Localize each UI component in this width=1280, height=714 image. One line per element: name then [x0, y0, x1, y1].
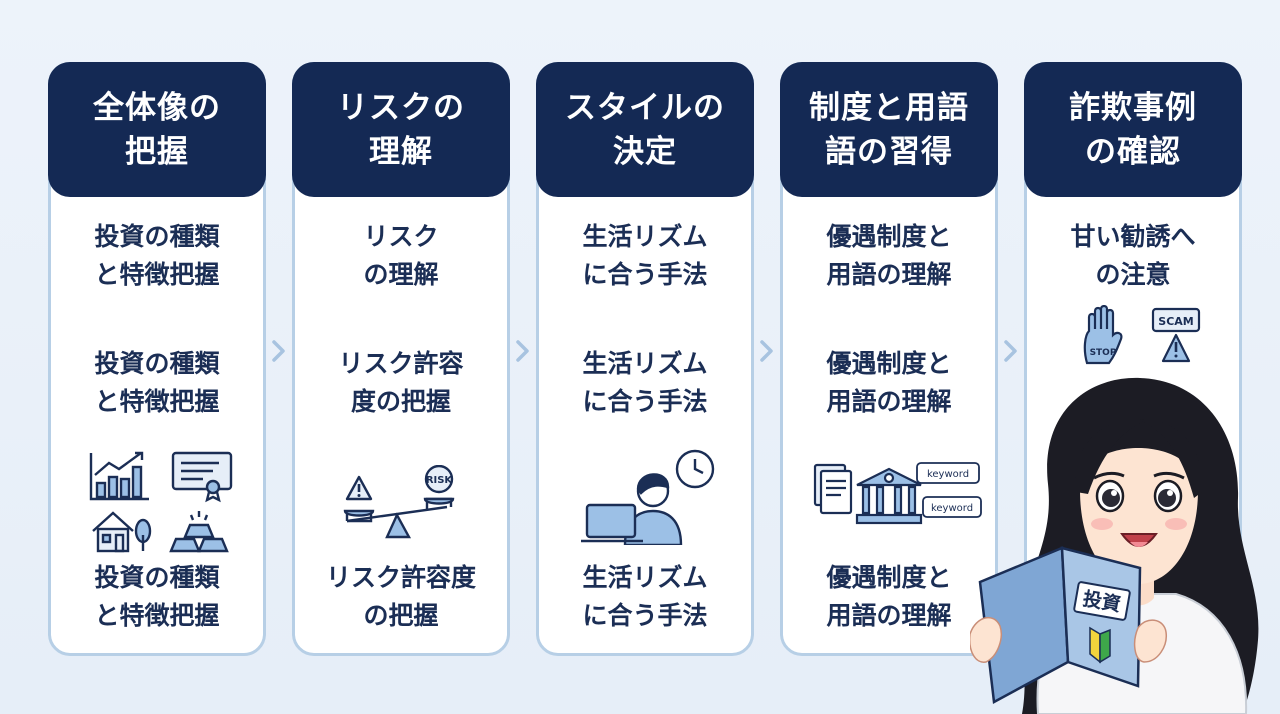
- step-header-4: 制度と用語 語の習得: [780, 62, 998, 197]
- step-title-4-line-2: 語の習得: [825, 133, 953, 170]
- house-icon: [92, 511, 152, 553]
- step-2-item-3: リスク許容度 の把握: [325, 563, 476, 630]
- book-icon: 投資: [978, 546, 1142, 704]
- laptop-person-illustration: [581, 449, 715, 545]
- step-4-item-3: 優遇制度と 用語の理解: [826, 563, 952, 630]
- girl-hands: [970, 616, 1167, 663]
- svg-text:keyword: keyword: [931, 503, 973, 514]
- step-column-3: スタイルの 決定 生活リズム に合う手法 生活リズム に合う手法 生活リズム に…: [536, 62, 754, 656]
- risk-icon: RISK: [424, 465, 454, 494]
- scam-sign-icon: SCAM: [1151, 307, 1201, 363]
- svg-text:SCAM: SCAM: [1158, 315, 1193, 328]
- keyword-bubble-icon: keyword: [922, 496, 982, 518]
- step-1-item-3: 投資の種類 と特徴把握: [94, 563, 220, 630]
- step-header-1: 全体像の 把握: [48, 62, 266, 197]
- girl-face: [1075, 418, 1203, 584]
- step-3-item-1: 生活リズム に合う手法: [582, 222, 708, 289]
- system-terms-illustration: keyword keyword: [813, 462, 982, 525]
- step-2-item-1: リスク の理解: [363, 222, 439, 289]
- step-5-item-1: 甘い勧誘へ の注意: [1070, 222, 1196, 289]
- step-1-item-1: 投資の種類 と特徴把握: [94, 222, 220, 289]
- step-header-3: スタイルの 決定: [536, 62, 754, 197]
- investment-types-illustration: [89, 451, 233, 553]
- keyword-bubble-icon: keyword: [916, 462, 980, 484]
- chevron-right-icon: [1004, 340, 1017, 362]
- step-column-1: 全体像の 把握 投資の種類 と特徴把握 投資の種類 と特徴把握: [48, 62, 266, 656]
- step-1-item-2: 投資の種類 と特徴把握: [94, 349, 220, 416]
- certificate-icon: [171, 451, 233, 503]
- bank-icon: [855, 467, 923, 525]
- stop-hand-icon: STOP: [1083, 305, 1123, 365]
- step-column-4: 制度と用語 語の習得 優遇制度と 用語の理解 優遇制度と 用語の理解 keywo…: [780, 62, 998, 656]
- document-icon: [813, 463, 853, 515]
- step-4-item-1: 優遇制度と 用語の理解: [826, 222, 952, 289]
- step-title-1-line-2: 把握: [125, 133, 189, 170]
- chevron-right-icon: [272, 340, 285, 362]
- step-title-4-line-1: 制度と用語: [809, 89, 969, 126]
- svg-text:STOP: STOP: [1090, 348, 1117, 358]
- step-column-2: リスクの 理解 リスク の理解 リスク許容 度の把握 RISK リスク許容度 の…: [292, 62, 510, 656]
- chart-icon: [89, 451, 149, 501]
- scale-icon: [343, 497, 455, 539]
- step-header-2: リスクの 理解: [292, 62, 510, 197]
- warning-icon: [345, 475, 373, 501]
- step-title-3-line-2: 決定: [613, 133, 677, 170]
- svg-text:keyword: keyword: [927, 469, 969, 480]
- step-title-3-line-1: スタイルの: [565, 89, 725, 126]
- step-title-1-line-1: 全体像の: [93, 89, 221, 126]
- gold-bars-icon: [169, 511, 229, 553]
- clock-icon: [675, 449, 715, 489]
- risk-balance-illustration: RISK: [343, 465, 455, 539]
- step-3-item-2: 生活リズム に合う手法: [582, 349, 708, 416]
- step-3-item-3: 生活リズム に合う手法: [582, 563, 708, 630]
- step-title-5-line-2: の確認: [1085, 133, 1181, 170]
- chevron-right-icon: [516, 340, 529, 362]
- scam-warning-illustration: STOP SCAM: [1083, 305, 1201, 365]
- svg-text:RISK: RISK: [426, 475, 454, 486]
- step-header-5: 詐欺事例 の確認: [1024, 62, 1242, 197]
- chevron-right-icon: [760, 340, 773, 362]
- step-title-5-line-1: 詐欺事例: [1069, 89, 1197, 126]
- girl-reading-illustration: 投資: [970, 377, 1259, 714]
- step-4-item-2: 優遇制度と 用語の理解: [826, 349, 952, 416]
- laptop-icon: [581, 503, 643, 543]
- step-title-2-line-2: 理解: [369, 133, 433, 170]
- step-title-2-line-1: リスクの: [337, 89, 465, 126]
- step-2-item-2: リスク許容 度の把握: [338, 349, 464, 416]
